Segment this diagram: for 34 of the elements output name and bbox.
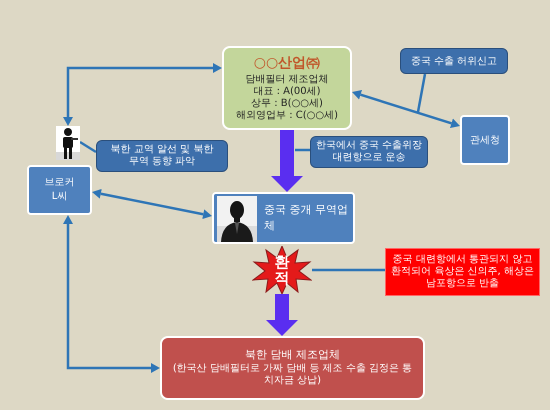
box-title: ○○산업㈜ <box>254 54 320 72</box>
box-text: 담배필터 제조업체 <box>245 74 329 86</box>
leader-line <box>416 74 426 112</box>
arrow <box>92 188 212 220</box>
box-text: 중국 중개 무역업체 <box>264 202 349 234</box>
box-text: 중국 대련항에서 통관되지 않고 환적되어 육상은 신의주, 해상은 남포항으로 반출 <box>390 254 535 290</box>
process-box <box>460 115 510 165</box>
box-text: 상무 : B(○○세) <box>251 98 323 110</box>
arrow <box>63 63 222 126</box>
arrow <box>63 215 160 373</box>
box-text: 환적 <box>274 254 290 286</box>
callout-box <box>310 136 428 168</box>
leader-line <box>295 148 310 152</box>
callout-box <box>400 48 508 74</box>
box-text: (한국산 담배필터로 가짜 담배 등 제조 수출 김정은 통치자금 상납) <box>172 363 414 387</box>
callout-box <box>96 140 228 172</box>
note-box <box>385 248 540 296</box>
process-box <box>222 46 352 130</box>
process-box <box>212 192 355 244</box>
leader-line <box>79 140 97 154</box>
box-text: 해외영업부 : C(○○세) <box>236 110 338 122</box>
box-text: 한국에서 중국 수출위장 대련항으로 운송 <box>315 140 423 164</box>
box-title: 북한 담배 제조업체 <box>245 349 340 361</box>
connector-line <box>312 268 385 272</box>
box-text: 브로커 L씨 <box>44 176 76 204</box>
process-box <box>27 165 92 215</box>
box-text: 북한 교역 알선 및 북한 무역 동향 파악 <box>110 144 214 168</box>
box-text: 관세청 <box>470 134 500 148</box>
process-box <box>160 336 425 400</box>
thick-arrow <box>266 294 298 336</box>
thick-arrow <box>271 130 303 192</box>
box-text: 중국 수출 허위신고 <box>410 54 498 68</box>
box-text: 대표 : A(00세) <box>253 86 321 98</box>
arrow <box>352 90 460 128</box>
